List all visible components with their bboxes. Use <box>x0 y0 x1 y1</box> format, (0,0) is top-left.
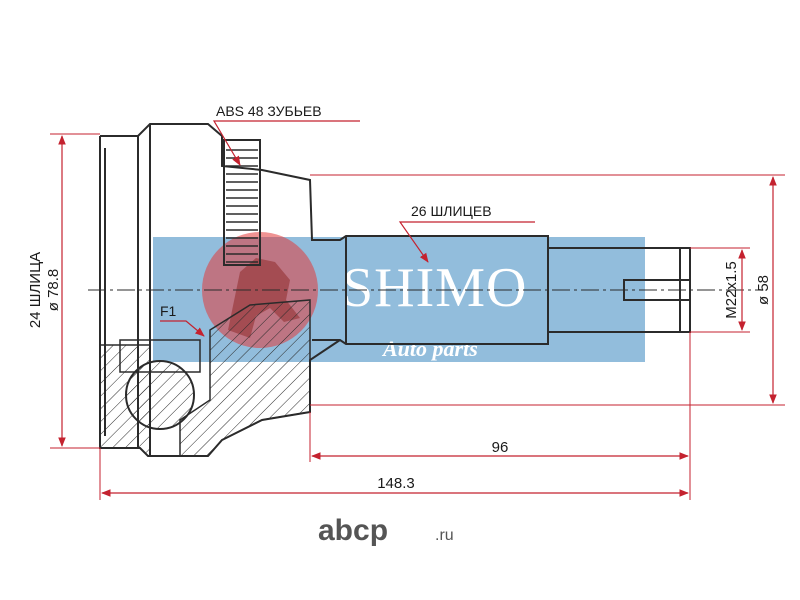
abs-ring <box>223 139 261 266</box>
watermark-domain: .ru <box>435 527 454 544</box>
banner-subtitle: Auto parts <box>381 336 478 361</box>
abs-teeth-label: ABS 48 ЗУБЬЕВ <box>216 103 322 119</box>
outer-splines-label: 24 ШЛИЦА <box>27 252 44 328</box>
abs-teeth <box>226 149 258 263</box>
callout-leaders <box>160 120 535 337</box>
extension-lines <box>50 133 785 500</box>
ball-icon <box>125 360 195 430</box>
dimension-lines <box>58 135 777 497</box>
leader-f1 <box>160 320 205 337</box>
shaft-diameter-label: ø 58 <box>755 275 772 305</box>
leader-splines <box>398 221 535 263</box>
f1-label: F1 <box>160 303 177 319</box>
shaft-length-label: 96 <box>492 439 509 456</box>
outer-diameter-label: ø 78.8 <box>45 269 62 312</box>
shaft-splines-label: 26 ШЛИЦЕВ <box>411 203 492 219</box>
total-length-label: 148.3 <box>377 475 415 492</box>
leader-abs <box>212 120 360 166</box>
section-hatch <box>99 299 311 457</box>
banner-brand: SHIMO <box>342 257 527 319</box>
abcp-watermark: abcp .ru <box>318 514 454 547</box>
thread-label: M22x1.5 <box>723 261 740 319</box>
watermark-name: abcp <box>318 514 388 547</box>
